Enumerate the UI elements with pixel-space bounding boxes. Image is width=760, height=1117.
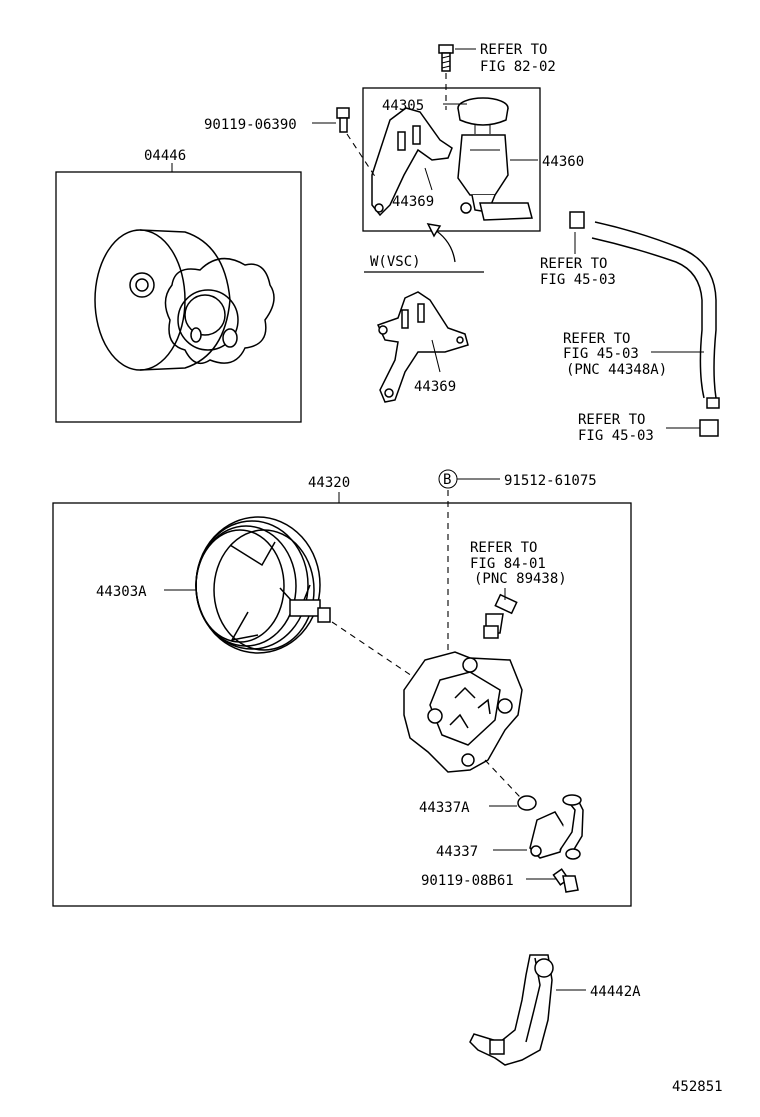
part-number-44305: 44305 <box>382 98 424 114</box>
part-number-90119-06390: 90119-06390 <box>204 117 297 133</box>
part-number-91512-61075: 91512-61075 <box>504 473 597 489</box>
bolt-90119-06390 <box>312 107 377 179</box>
part-number-44303a: 44303A <box>96 584 147 600</box>
reservoir-cap-44305 <box>457 97 509 126</box>
refer-fig-45-a-line1: REFER TO <box>540 256 607 272</box>
union-44337 <box>529 794 584 860</box>
bolt-90119-08b61 <box>552 868 579 893</box>
wvsc-label: W(VSC) <box>370 254 421 270</box>
part-number-44337a: 44337A <box>419 800 470 816</box>
refer-fig-84-line3: (PNC 89438) <box>474 571 567 587</box>
refer-fig-45-c-line2: FIG 45-03 <box>578 428 654 444</box>
pump-assembly-box <box>52 502 632 907</box>
refer-fig-84-line2: FIG 84-01 <box>470 556 546 572</box>
refer-fig-45-a-line2: FIG 45-03 <box>540 272 616 288</box>
pump-body <box>403 651 523 773</box>
b-marker-letter: B <box>443 472 451 488</box>
part-number-90119-08b61: 90119-08B61 <box>421 873 514 889</box>
part-number-44369-bottom: 44369 <box>414 379 456 395</box>
gasket-kit-04446 <box>94 229 275 371</box>
refer-fig-45-b-line3: (PNC 44348A) <box>566 362 667 378</box>
reservoir-bracket-44369 <box>371 107 453 217</box>
part-number-44320: 44320 <box>308 475 350 491</box>
o-ring-44337a <box>517 795 537 811</box>
part-number-44369-top: 44369 <box>392 194 434 210</box>
pressure-switch <box>483 593 518 639</box>
reservoir-group-box <box>362 87 541 232</box>
part-number-44360: 44360 <box>542 154 584 170</box>
b-marker: B <box>438 469 458 489</box>
refer-fig-45-b-line1: REFER TO <box>563 331 630 347</box>
refer-fig-82-line2: FIG 82-02 <box>480 59 556 75</box>
bracket-44442a <box>469 954 554 1066</box>
part-number-04446: 04446 <box>144 148 186 164</box>
reservoir-tank-44360 <box>457 122 533 221</box>
gasket-kit-box <box>55 171 302 423</box>
return-hose <box>569 211 720 437</box>
part-number-44442a: 44442A <box>590 984 641 1000</box>
reservoir-bolt <box>438 44 476 110</box>
refer-fig-84-line1: REFER TO <box>470 540 537 556</box>
bracket-44369-vsc <box>376 291 469 403</box>
part-number-44337: 44337 <box>436 844 478 860</box>
refer-fig-45-b-line2: FIG 45-03 <box>563 346 639 362</box>
refer-fig-82-line1: REFER TO <box>480 42 547 58</box>
pulley-44303a <box>195 516 331 654</box>
page-code: 452851 <box>672 1079 723 1095</box>
refer-fig-45-c-line1: REFER TO <box>578 412 645 428</box>
